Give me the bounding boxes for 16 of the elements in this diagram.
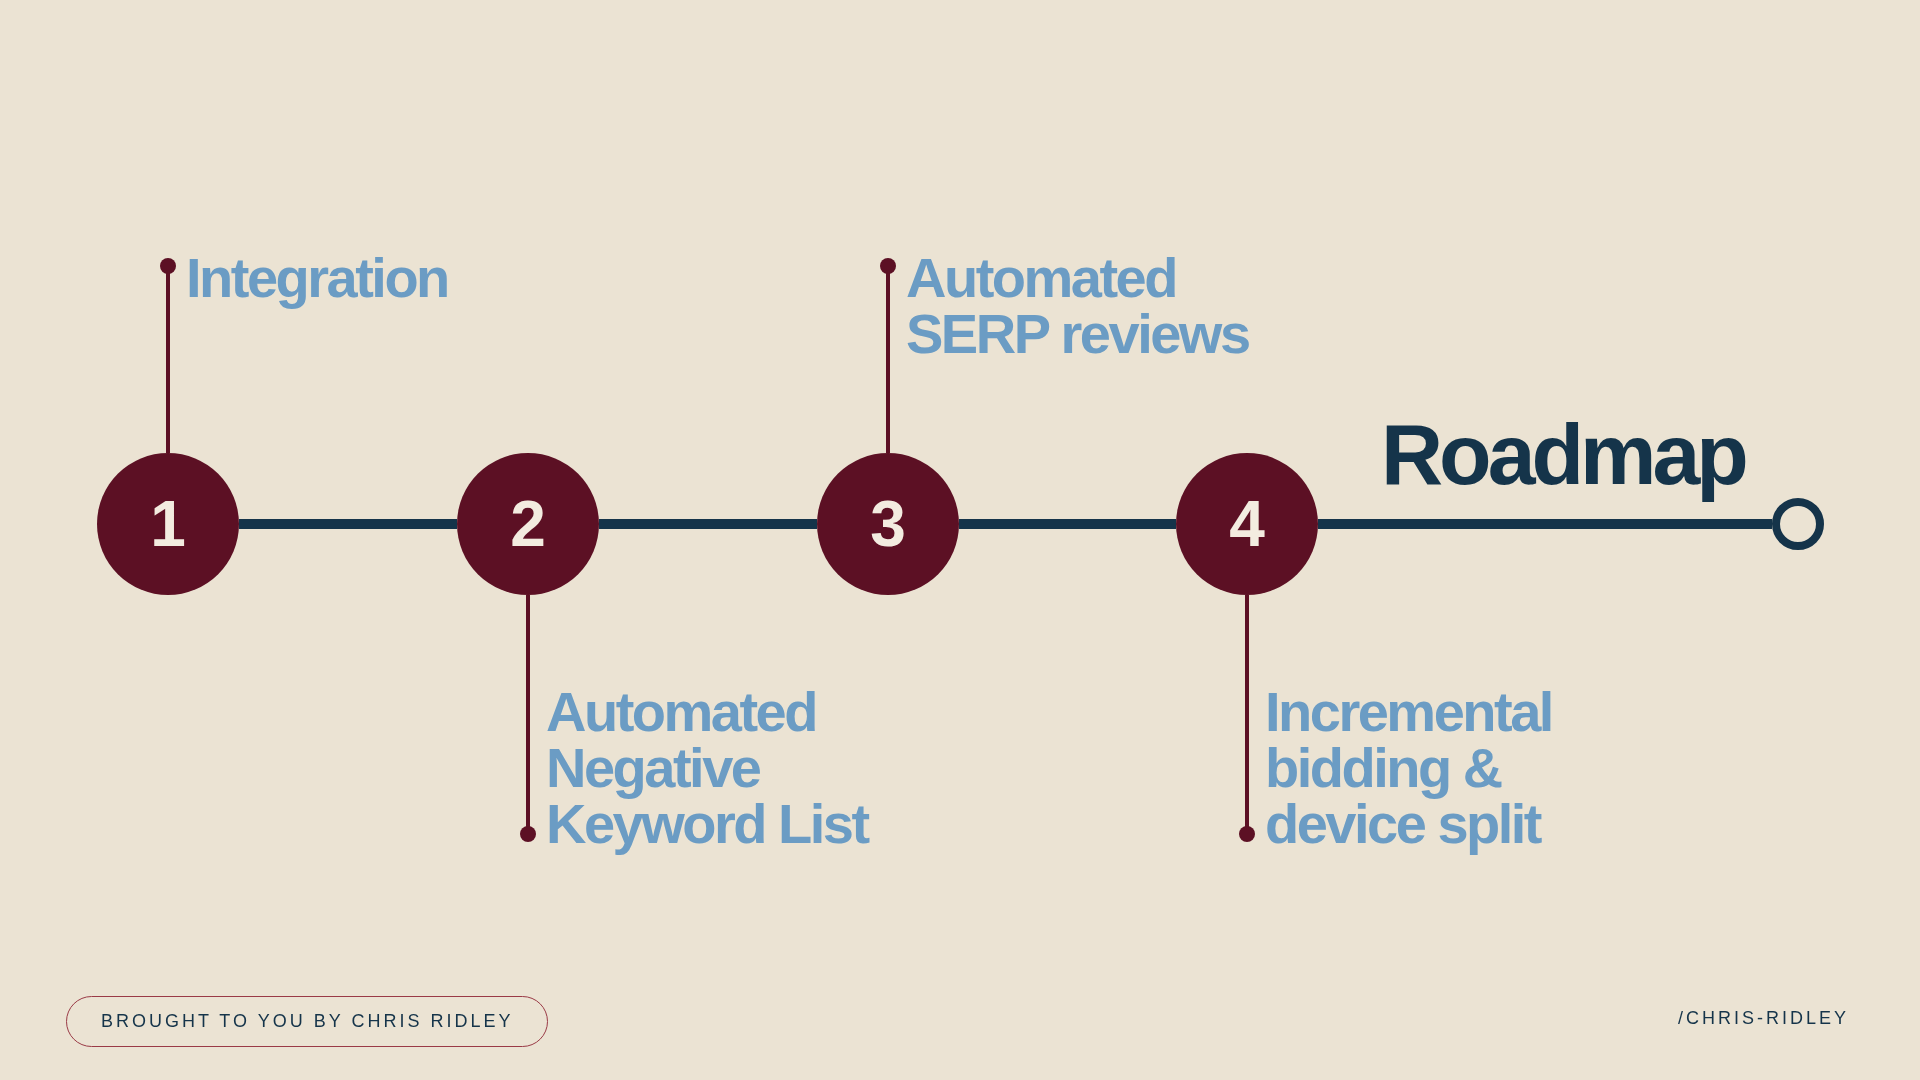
- timeline-line: [599, 519, 817, 529]
- timeline-line: [959, 519, 1176, 529]
- milestone-circle: 2: [457, 453, 599, 595]
- milestone-circle: 4: [1176, 453, 1318, 595]
- end-circle: [1772, 498, 1824, 550]
- leader-line: [880, 258, 896, 453]
- milestone-circle: 1: [97, 453, 239, 595]
- timeline-line: [239, 519, 457, 529]
- leader-line: [160, 258, 176, 453]
- leader-line: [1239, 595, 1255, 842]
- milestone-text: Automated SERP reviews: [906, 250, 1326, 362]
- milestone-circle: 3: [817, 453, 959, 595]
- timeline-line: [1318, 519, 1772, 529]
- leader-line: [520, 595, 536, 842]
- title: Roadmap: [1381, 405, 1745, 504]
- social-handle: /CHRIS-RIDLEY: [1678, 1008, 1850, 1029]
